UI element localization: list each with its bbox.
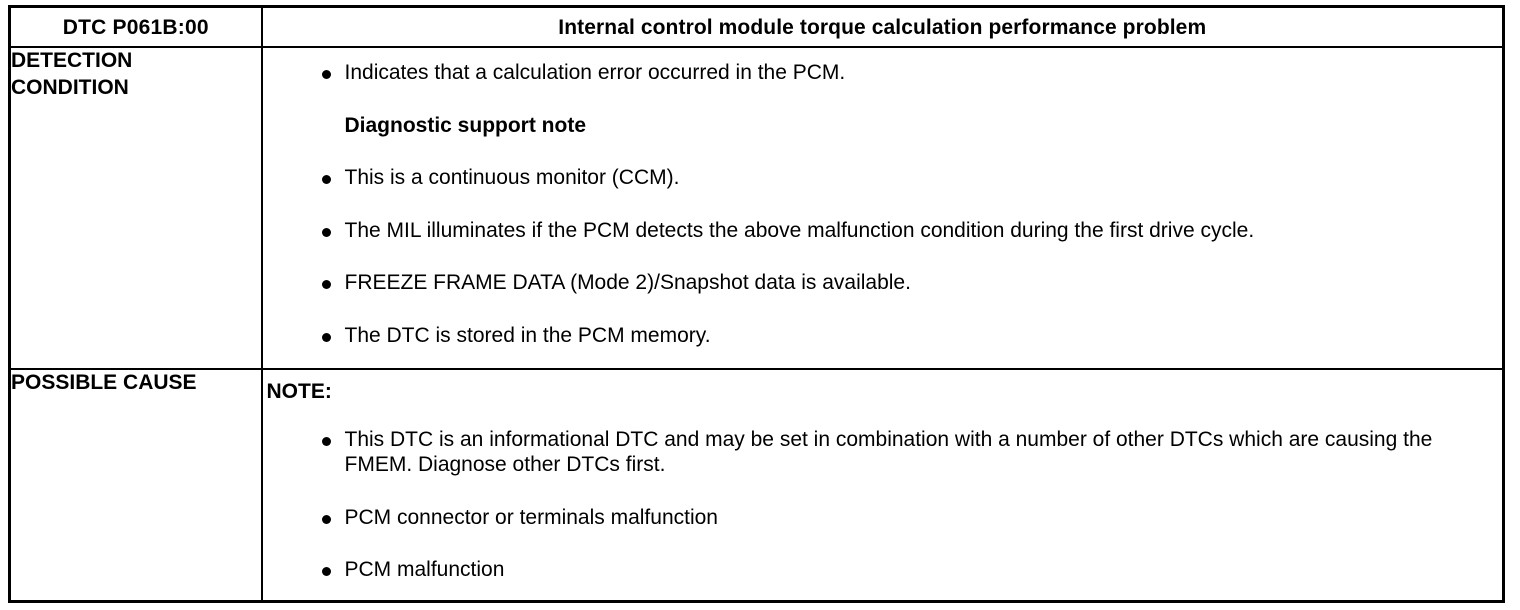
detection-condition-list: Indicates that a calculation error occur… [267,60,1493,349]
list-item: FREEZE FRAME DATA (Mode 2)/Snapshot data… [267,270,1493,296]
detection-condition-label-line-1: DETECTION [11,49,133,72]
list-item: The DTC is stored in the PCM memory. [267,323,1493,349]
dtc-title-cell: Internal control module torque calculati… [260,5,1505,48]
dtc-code-cell: DTC P061B:00 [8,5,263,48]
list-item: Indicates that a calculation error occur… [267,60,1493,86]
table-row: DETECTION CONDITION Indicates that a cal… [8,45,1505,371]
list-item: PCM malfunction [267,557,1493,583]
possible-cause-label-cell: POSSIBLE CAUSE [8,368,263,603]
note-label: NOTE: [266,380,332,404]
possible-cause-list: This DTC is an informational DTC and may… [267,427,1493,583]
list-item: PCM connector or terminals malfunction [267,505,1493,531]
list-item: This DTC is an informational DTC and may… [267,427,1493,478]
possible-cause-label-line-1: POSSIBLE CAUSE [11,371,197,395]
detection-condition-label-line-2: CONDITION [11,75,129,99]
dtc-diagnostic-table: DTC P061B:00 Internal control module tor… [8,5,1505,603]
table-header-row: DTC P061B:00 Internal control module tor… [8,5,1505,48]
detection-condition-content-cell: Indicates that a calculation error occur… [260,45,1505,371]
list-item: The MIL illuminates if the PCM detects t… [267,218,1493,244]
list-item: This is a continuous monitor (CCM). [267,165,1493,191]
possible-cause-content-cell: NOTE: This DTC is an informational DTC a… [260,368,1505,603]
table-row: POSSIBLE CAUSE NOTE: This DTC is an info… [8,368,1505,603]
detection-condition-label-cell: DETECTION CONDITION [8,45,263,371]
diagnostic-support-note-heading: Diagnostic support note [344,113,587,137]
